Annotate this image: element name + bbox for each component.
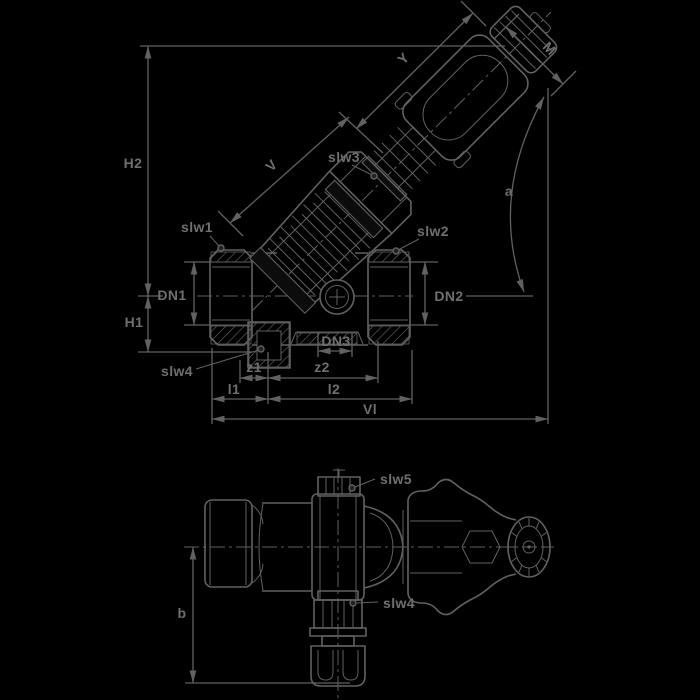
front-dimensions — [138, 0, 577, 424]
side-dimensions — [185, 478, 379, 684]
leader-dot-slw5 — [348, 484, 356, 492]
side-labels: b slw5 slw4 — [178, 471, 415, 621]
left-socket — [209, 249, 253, 346]
dim-label-v: V — [262, 156, 280, 174]
leader-dot-slw2 — [392, 247, 400, 255]
callout-label-slw4-side: slw4 — [383, 595, 415, 611]
dim-label-l2: l2 — [328, 381, 340, 397]
leader-dot-slw4-side — [349, 599, 357, 607]
callout-label-slw4: slw4 — [161, 363, 193, 379]
dim-v — [229, 116, 350, 224]
center-screw — [319, 279, 355, 315]
leader-dot-slw4 — [257, 345, 265, 353]
dim-y — [355, 12, 474, 130]
callout-label-slw2: slw2 — [417, 223, 449, 239]
dim-label-y: Y — [394, 49, 412, 67]
dim-label-h2: H2 — [124, 155, 143, 171]
side-drain — [309, 590, 367, 687]
dim-label-dn1: DN1 — [157, 287, 186, 303]
top-tap — [317, 469, 361, 497]
callout-label-slw1: slw1 — [181, 219, 213, 235]
leader-dot-slw3 — [370, 172, 378, 180]
valve-body — [209, 249, 411, 369]
front-leaders — [195, 164, 420, 370]
dim-label-z1: z1 — [246, 359, 262, 375]
spindle-ribs — [373, 126, 437, 190]
side-view: b slw5 slw4 — [178, 468, 554, 698]
front-labels: H2 H1 DN1 DN2 DN3 z1 z2 l1 l2 Vl V Y M a… — [124, 38, 560, 417]
side-head — [407, 478, 551, 616]
side-body — [204, 469, 404, 601]
head-end-cap — [507, 516, 551, 578]
seat-seal — [248, 246, 317, 315]
dim-label-l1: l1 — [228, 381, 240, 397]
dim-label-b: b — [178, 605, 187, 621]
side-left-socket — [204, 499, 253, 588]
dim-label-angle: a — [505, 183, 513, 199]
dim-m — [505, 26, 564, 85]
dim-label-h1: H1 — [125, 314, 144, 330]
dim-label-dn2: DN2 — [434, 288, 463, 304]
leader-dot-slw1 — [217, 244, 225, 252]
callout-label-slw3: slw3 — [328, 149, 360, 165]
dim-label-z2: z2 — [314, 359, 330, 375]
side-centerlines — [184, 468, 554, 698]
dim-label-vl: Vl — [363, 401, 377, 417]
dim-label-dn3: DN3 — [321, 333, 350, 349]
dim-angle-arc — [509, 96, 545, 293]
front-view: H2 H1 DN1 DN2 DN3 z1 z2 l1 l2 Vl V Y M a… — [124, 0, 577, 424]
right-socket — [367, 249, 411, 346]
callout-label-slw5: slw5 — [380, 471, 412, 487]
